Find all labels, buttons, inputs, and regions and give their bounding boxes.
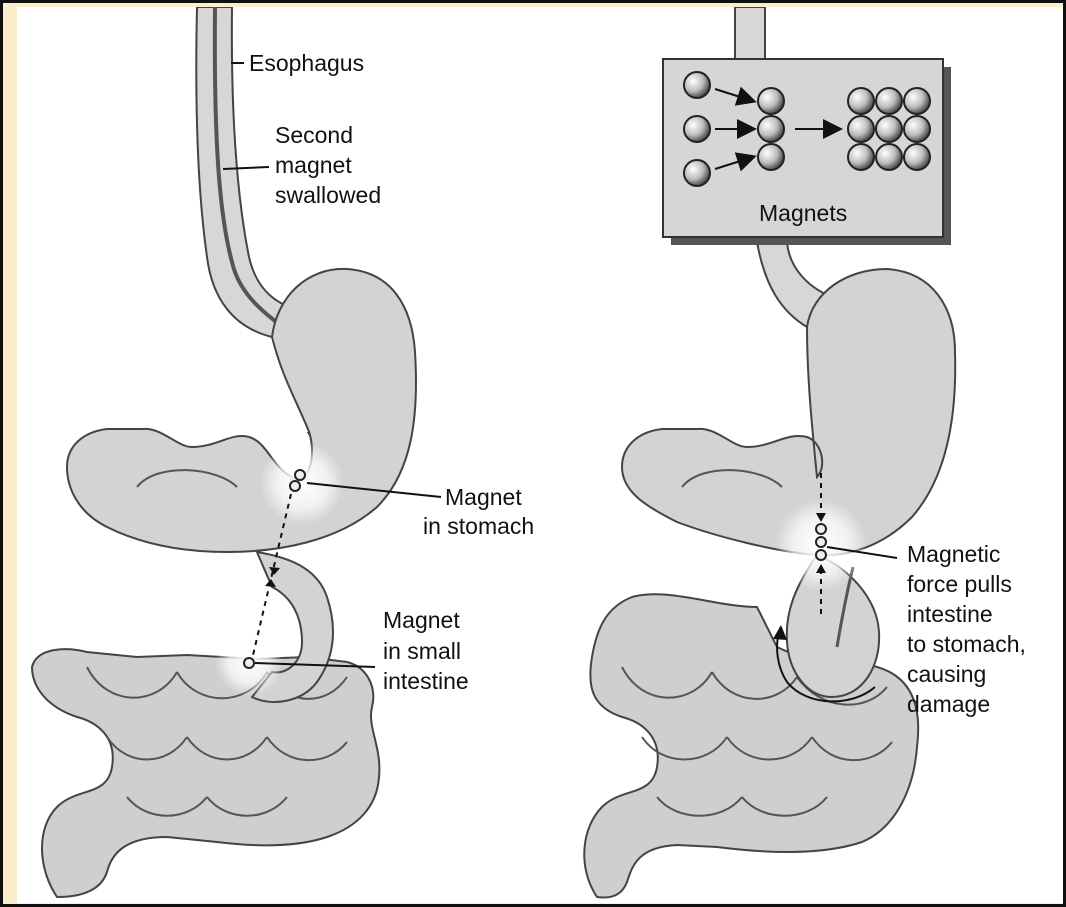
label-second-magnet-line1: Second — [275, 122, 353, 148]
rotation-arrow-head — [773, 625, 787, 640]
magnet-in-stomach-ball-1 — [295, 470, 305, 480]
inset-chain-ball-2 — [758, 116, 784, 142]
left-panel: Esophagus Second magnet swallowed Magnet… — [32, 7, 534, 897]
inset-grid — [848, 88, 930, 170]
diagram-stage: Esophagus Second magnet swallowed Magnet… — [17, 7, 1063, 903]
inset-chain-ball-3 — [758, 144, 784, 170]
label-magnet-in-stomach-line2: in stomach — [423, 513, 534, 539]
label-second-magnet-line3: swallowed — [275, 182, 381, 208]
label-magnets: Magnets — [759, 200, 847, 226]
magnet-in-stomach-ball-2 — [290, 481, 300, 491]
inset-chain-ball-1 — [758, 88, 784, 114]
label-magnet-in-intestine-line1: Magnet — [383, 607, 460, 633]
label-esophagus: Esophagus — [249, 50, 364, 76]
magnet-ingestion-diagram: Esophagus Second magnet swallowed Magnet… — [17, 7, 1063, 903]
label-magnetic-force-line6: damage — [907, 691, 990, 717]
label-magnet-in-stomach-line1: Magnet — [445, 484, 522, 510]
label-magnetic-force-line5: causing — [907, 661, 986, 687]
inset-ball-single-3 — [684, 160, 710, 186]
label-magnetic-force-line2: force pulls — [907, 571, 1012, 597]
stomach-magnet-glow — [260, 441, 344, 525]
magnets-inset-box: Magnets — [663, 59, 951, 245]
contact-magnet-ball-1 — [816, 524, 826, 534]
contact-magnet-ball-3 — [816, 550, 826, 560]
label-magnet-in-intestine-line3: intestine — [383, 668, 469, 694]
label-second-magnet-line2: magnet — [275, 152, 352, 178]
label-magnetic-force-line3: intestine — [907, 601, 993, 627]
label-magnetic-force-line1: Magnetic — [907, 541, 1000, 567]
inset-ball-single-2 — [684, 116, 710, 142]
magnet-in-intestine-ball — [244, 658, 254, 668]
label-magnet-in-intestine-line2: in small — [383, 638, 461, 664]
label-magnetic-force-line4: to stomach, — [907, 631, 1026, 657]
contact-magnet-ball-2 — [816, 537, 826, 547]
inset-ball-single-1 — [684, 72, 710, 98]
left-colon — [32, 649, 379, 897]
